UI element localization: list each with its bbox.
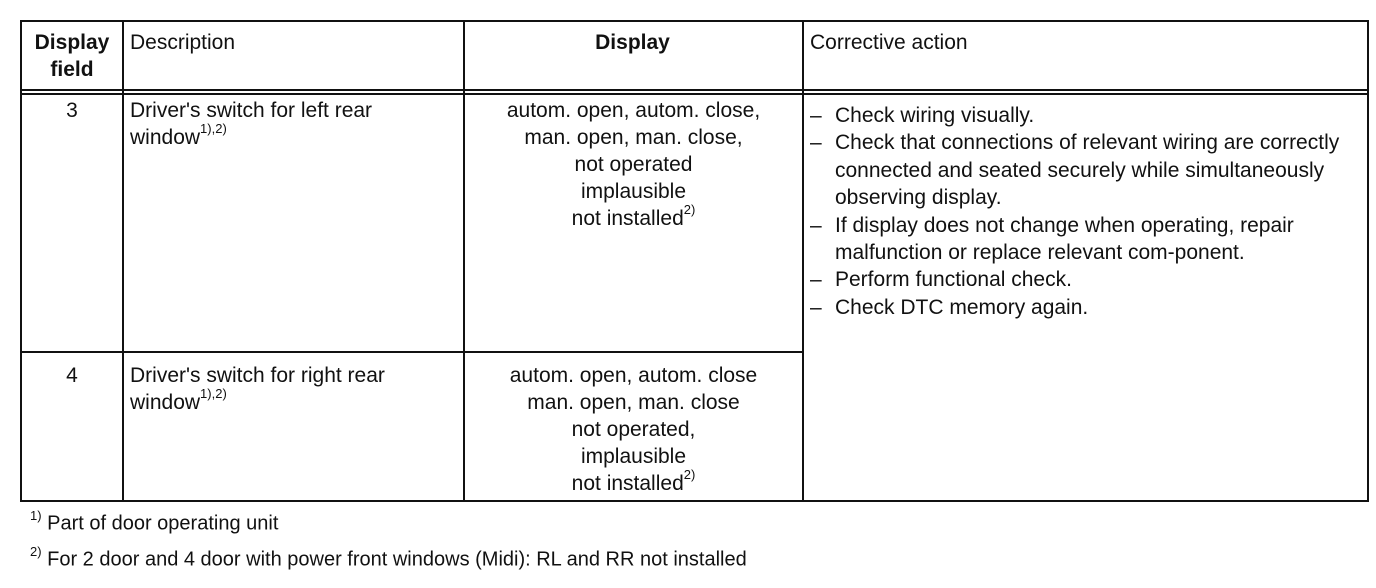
header-display-field-line1: Display: [34, 31, 110, 54]
row-4-description-window: window: [130, 391, 201, 414]
row-4-field: 4: [66, 364, 78, 387]
row-4-display-footnote-mark: 2): [683, 467, 696, 482]
row-3-field: 3: [66, 99, 78, 122]
diagnostic-table: Display field Description Display Correc…: [20, 20, 1369, 502]
footnote-2-text: For 2 door and 4 door with power front w…: [47, 548, 747, 571]
header-corrective-action: Corrective action: [810, 31, 968, 54]
corrective-action-item: Check DTC memory again.: [810, 294, 1355, 322]
row-3-display-line4: implausible: [580, 180, 687, 203]
row-3-display-not-installed: not installed: [571, 207, 684, 230]
row-3-display-line3: not operated: [574, 153, 693, 176]
header-divider-top: [22, 89, 1367, 91]
row-3-description: Driver's switch for left rear window1),2…: [130, 97, 460, 151]
row-4-display-line3: not operated,: [571, 418, 696, 441]
row-3-display-line5: not installed2): [465, 202, 802, 232]
header-description: Description: [130, 31, 236, 54]
header-divider-bottom: [22, 93, 1367, 95]
header-display-field-line2: field: [50, 58, 94, 81]
header-display: Display: [595, 31, 670, 54]
row-3-description-footnote-mark: 1),2): [200, 121, 227, 136]
header-display-field: Display field: [22, 22, 122, 92]
row-4-display-line4: implausible: [580, 445, 687, 468]
row-3-display-line1: autom. open, autom. close,: [506, 99, 761, 122]
column-divider-1: [122, 22, 124, 500]
footnote-2: 2) For 2 door and 4 door with power fron…: [30, 544, 747, 572]
row-4-description-line2: window1),2): [130, 386, 460, 416]
column-divider-3: [802, 22, 804, 500]
footnote-1-mark: 1): [30, 508, 42, 523]
corrective-action-cell: Check wiring visually. Check that connec…: [810, 102, 1355, 322]
row-4-description-line1: Driver's switch for right rear: [130, 364, 385, 387]
row-3-description-line1: Driver's switch for left rear: [130, 99, 373, 122]
row-4-description: Driver's switch for right rear window1),…: [130, 362, 460, 416]
row-3-description-window: window: [130, 126, 201, 149]
row-4-description-footnote-mark: 1),2): [200, 386, 227, 401]
row-4-display: autom. open, autom. close man. open, man…: [465, 362, 802, 497]
corrective-action-item: Perform functional check.: [810, 266, 1355, 294]
footnote-1-text: Part of door operating unit: [47, 512, 279, 535]
row-4-display-line1: autom. open, autom. close: [509, 364, 758, 387]
row-divider: [22, 351, 804, 353]
row-3-description-line2: window1),2): [130, 121, 460, 151]
column-divider-2: [463, 22, 465, 500]
footnote-1: 1) Part of door operating unit: [30, 508, 279, 536]
corrective-action-item: Check wiring visually.: [810, 102, 1355, 130]
row-4-display-line5: not installed2): [465, 467, 802, 497]
corrective-action-item: If display does not change when operatin…: [810, 212, 1355, 267]
row-4-display-not-installed: not installed: [571, 472, 684, 495]
row-3-display-line2: man. open, man. close,: [524, 126, 743, 149]
row-3-display-footnote-mark: 2): [683, 202, 696, 217]
footnote-2-mark: 2): [30, 544, 42, 559]
row-3-display: autom. open, autom. close, man. open, ma…: [465, 97, 802, 232]
row-4-display-line2: man. open, man. close: [527, 391, 740, 414]
corrective-action-list: Check wiring visually. Check that connec…: [810, 102, 1355, 322]
corrective-action-item: Check that connections of relevant wirin…: [810, 129, 1355, 211]
